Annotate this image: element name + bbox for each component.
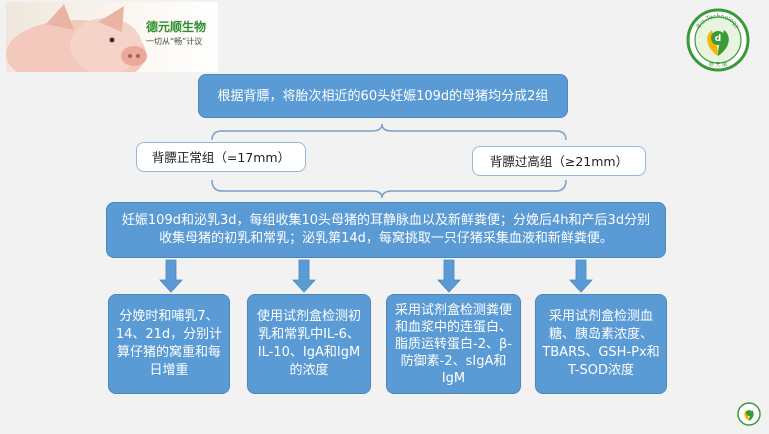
top-step-box: 根据背膘，将胎次相近的60头妊娠109d的母猪均分成2组 <box>198 74 568 118</box>
lower-brace <box>211 179 567 199</box>
outcome-text-3: 采用试剂盒检测粪便和血浆中的连蛋白、脂质运转蛋白-2、β-防御素-2、sIgA和… <box>394 302 512 386</box>
group-high-text: 背膘过高组（≥21mm） <box>489 153 629 169</box>
svg-text:d: d <box>715 34 721 44</box>
small-seal-icon <box>737 402 761 426</box>
upper-brace <box>211 123 567 141</box>
arrow-down-1 <box>159 259 183 293</box>
outcome-text-4: 采用试剂盒检测血糖、胰岛素浓度、TBARS、GSH-Px和T-SOD浓度 <box>542 309 660 378</box>
brand-name: 德元顺生物 <box>146 20 207 34</box>
group-normal-box: 背膘正常组（=17mm） <box>136 142 306 172</box>
sampling-step-box: 妊娠109d和泌乳3d，每组收集10头母猪的耳静脉血以及新鲜粪便；分娩后4h和产… <box>106 202 666 258</box>
sampling-step-text: 妊娠109d和泌乳3d，每组收集10头母猪的耳静脉血以及新鲜粪便；分娩后4h和产… <box>121 213 651 246</box>
group-normal-text: 背膘正常组（=17mm） <box>151 149 291 165</box>
top-step-text: 根据背膘，将胎次相近的60头妊娠109d的母猪均分成2组 <box>217 88 549 104</box>
group-high-box: 背膘过高组（≥21mm） <box>472 146 646 176</box>
outcome-box-1: 分娩时和哺乳7、14、21d，分别计算仔猪的窝重和每日增重 <box>108 294 230 394</box>
brand-logo <box>6 2 218 72</box>
arrow-down-2 <box>292 259 316 293</box>
svg-text:德 元 顺: 德 元 顺 <box>709 61 727 68</box>
outcome-box-2: 使用试剂盒检测初乳和常乳中IL-6、IL-10、IgA和IgM的浓度 <box>247 294 371 394</box>
outcome-box-3: 采用试剂盒检测粪便和血浆中的连蛋白、脂质运转蛋白-2、β-防御素-2、sIgA和… <box>386 294 521 394</box>
arrow-down-3 <box>437 259 461 293</box>
pig-icon <box>6 4 147 72</box>
outcome-text-1: 分娩时和哺乳7、14、21d，分别计算仔猪的窝重和每日增重 <box>115 309 223 378</box>
outcome-text-2: 使用试剂盒检测初乳和常乳中IL-6、IL-10、IgA和IgM的浓度 <box>256 309 361 378</box>
brand-slogan: 一切从“畅”计议 <box>146 37 203 46</box>
company-seal-icon: Bio-Technology d 德 元 顺 <box>686 8 750 72</box>
arrow-down-4 <box>569 259 593 293</box>
outcome-box-4: 采用试剂盒检测血糖、胰岛素浓度、TBARS、GSH-Px和T-SOD浓度 <box>535 294 667 394</box>
